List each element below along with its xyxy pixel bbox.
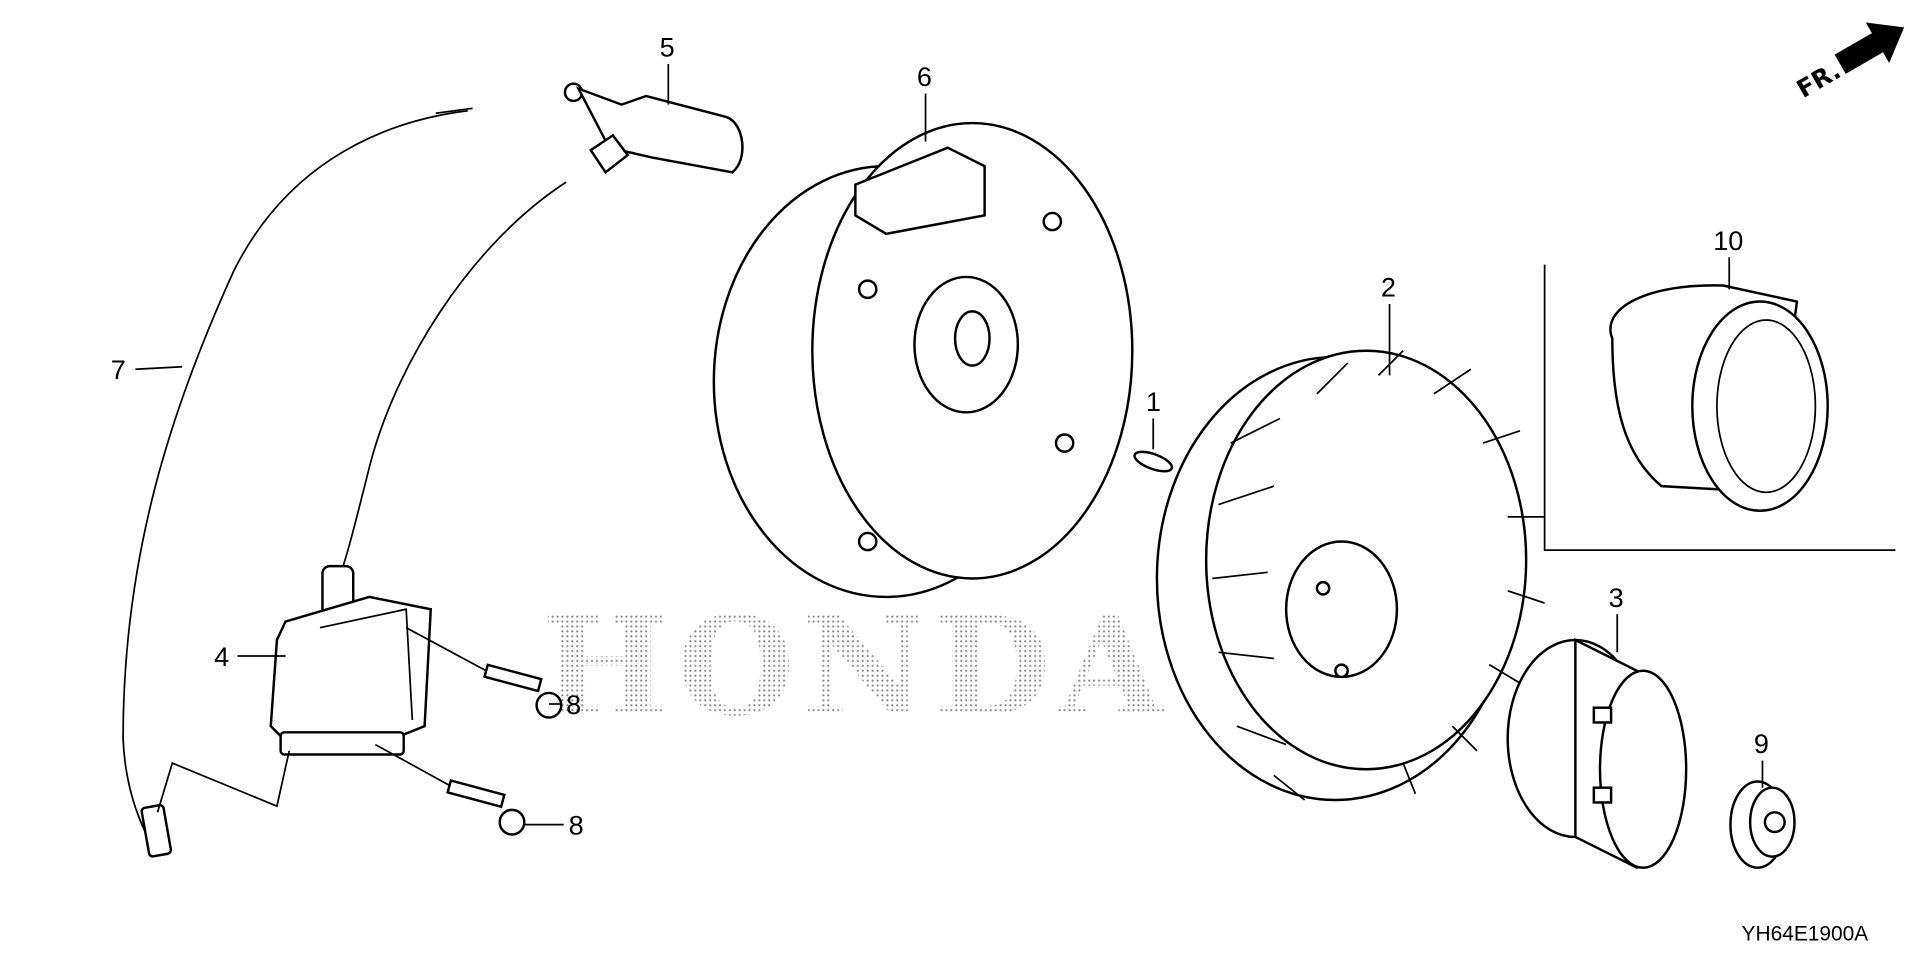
wire-terminal bbox=[435, 107, 473, 115]
callout-2: 2 bbox=[1381, 272, 1396, 303]
leader-lines bbox=[135, 64, 1764, 826]
diagram-code: YH64E1900A bbox=[1742, 922, 1869, 945]
callout-7: 7 bbox=[111, 354, 126, 385]
honda-watermark: HONDA bbox=[542, 587, 1171, 746]
flywheel bbox=[1155, 349, 1545, 802]
callout-6: 6 bbox=[917, 61, 932, 92]
woodruff-key bbox=[1133, 450, 1174, 473]
callout-9: 9 bbox=[1754, 728, 1769, 759]
front-direction-indicator: FR. bbox=[1792, 22, 1905, 104]
wire-connector bbox=[140, 803, 173, 858]
spark-plug-cap bbox=[337, 82, 744, 579]
callout-1: 1 bbox=[1146, 386, 1161, 417]
ignition-coil bbox=[156, 564, 433, 813]
callout-8-upper: 8 bbox=[566, 689, 581, 720]
front-label: FR. bbox=[1792, 56, 1846, 104]
bolt-upper bbox=[405, 626, 563, 719]
flywheel-cover bbox=[712, 121, 1134, 599]
starter-pulley bbox=[1506, 638, 1688, 870]
front-arrow-icon bbox=[1834, 22, 1905, 74]
starter-pulley-inset bbox=[1609, 284, 1829, 512]
ground-wire bbox=[122, 109, 468, 850]
callout-10: 10 bbox=[1713, 225, 1743, 256]
callout-4: 4 bbox=[214, 641, 229, 672]
callout-5: 5 bbox=[660, 32, 675, 63]
bolt-lower bbox=[374, 743, 526, 836]
inset-frame bbox=[1543, 264, 1896, 552]
callout-3: 3 bbox=[1609, 582, 1624, 613]
flange-nut bbox=[1729, 780, 1796, 869]
callout-8-lower: 8 bbox=[569, 809, 584, 840]
